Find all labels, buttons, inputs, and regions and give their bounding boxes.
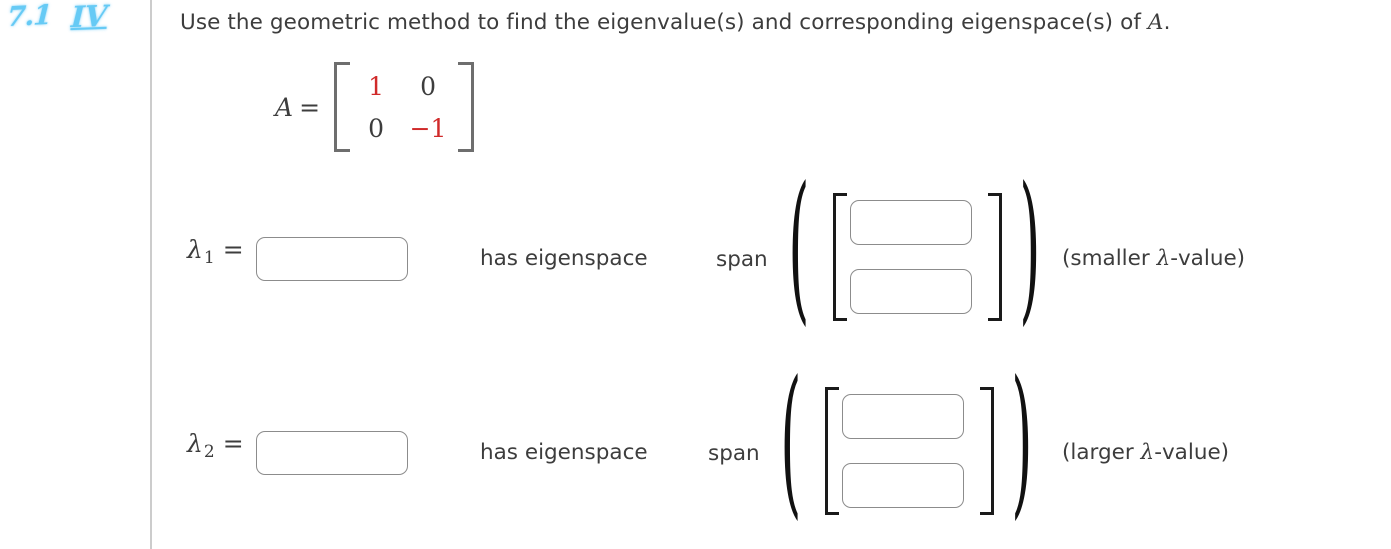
span-open-paren-1: ( <box>788 152 810 342</box>
larger-lambda-note: (larger λ-value) <box>1062 440 1229 465</box>
lambda-equals-sign: = <box>222 429 244 458</box>
handwritten-part-mark: IV <box>70 0 109 35</box>
matrix-name: A <box>275 92 294 122</box>
span-close-paren-1: ) <box>1019 152 1041 342</box>
vector-left-bracket-2 <box>825 387 839 515</box>
vector-right-bracket-2 <box>980 387 994 515</box>
problem-prompt: Use the geometric method to find the eig… <box>180 10 1171 35</box>
problem-content: Use the geometric method to find the eig… <box>150 0 1391 549</box>
lambda-1-label: λ1 = <box>187 235 244 268</box>
note-prefix: (larger <box>1062 440 1141 465</box>
lambda-equals-sign: = <box>222 235 244 264</box>
lambda-symbol: λ <box>187 429 203 458</box>
span-label-2: span <box>708 441 760 466</box>
lambda-2-label: λ2 = <box>187 429 244 462</box>
eigen-row-1: λ1= has eigenspace span ( ) (smaller λ-v… <box>150 166 1391 348</box>
vertical-divider <box>150 0 152 549</box>
matrix-cell-r2c1: 0 <box>368 113 384 143</box>
lambda-subscript: 1 <box>203 248 215 268</box>
has-eigenspace-label-1: has eigenspace <box>480 246 648 271</box>
vector-right-bracket-1 <box>988 193 1002 321</box>
eigenvector-1-component-1-input[interactable] <box>850 200 972 245</box>
prompt-text-before: Use the geometric method to find the eig… <box>180 10 1148 35</box>
lambda-subscript: 2 <box>203 442 215 462</box>
matrix-definition: A = 1 0 0 −1 <box>275 62 475 152</box>
prompt-matrix-variable: A <box>1147 10 1164 35</box>
matrix-left-bracket <box>334 62 351 152</box>
note-lambda-symbol: λ <box>1140 440 1155 465</box>
note-suffix: -value) <box>1170 246 1246 271</box>
note-prefix: (smaller <box>1062 246 1157 271</box>
smaller-lambda-note: (smaller λ-value) <box>1062 246 1245 271</box>
eigenvector-2-component-1-input[interactable] <box>842 394 964 439</box>
span-label-1: span <box>716 247 768 272</box>
matrix-cell-r1c1: 1 <box>368 71 384 101</box>
annotation-gutter: 7.1 IV <box>0 0 150 549</box>
eigenvector-2-component-2-input[interactable] <box>842 463 964 508</box>
span-open-paren-2: ( <box>780 346 802 536</box>
matrix-cell-r1c2: 0 <box>420 71 436 101</box>
span-close-paren-2: ) <box>1011 346 1033 536</box>
matrix-right-bracket <box>458 62 475 152</box>
prompt-text-after: . <box>1163 10 1171 35</box>
matrix-equals-sign: = <box>299 92 321 122</box>
handwritten-section-mark: 7.1 <box>6 0 52 34</box>
lambda-2-input[interactable] <box>256 431 408 475</box>
matrix-entries: 1 0 0 −1 <box>350 62 458 152</box>
note-suffix: -value) <box>1154 440 1230 465</box>
lambda-symbol: λ <box>187 235 203 264</box>
note-lambda-symbol: λ <box>1156 246 1171 271</box>
has-eigenspace-label-2: has eigenspace <box>480 440 648 465</box>
eigenvector-1-component-2-input[interactable] <box>850 269 972 314</box>
vector-left-bracket-1 <box>833 193 847 321</box>
eigen-row-2: λ2= has eigenspace span ( ) (larger λ-va… <box>150 360 1391 542</box>
lambda-1-input[interactable] <box>256 237 408 281</box>
matrix-cell-r2c2: −1 <box>409 113 447 143</box>
